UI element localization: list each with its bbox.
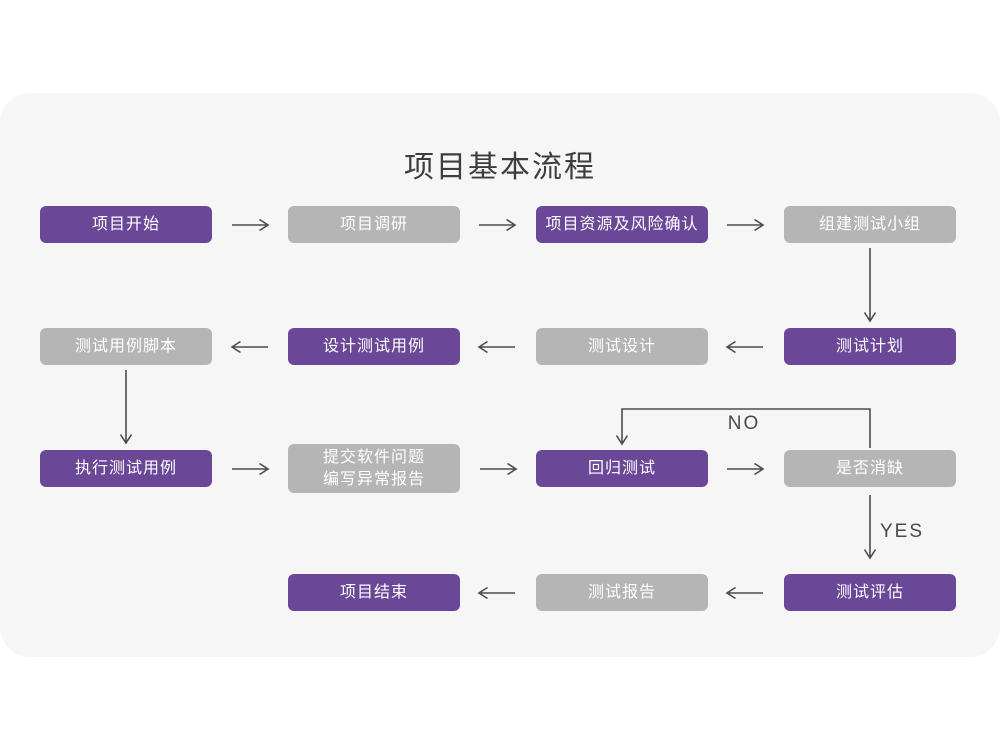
- flow-node-build-test-team: 组建测试小组: [784, 206, 956, 243]
- flow-node-test-case-script: 测试用例脚本: [40, 328, 212, 365]
- flow-node-risk-confirm: 项目资源及风险确认: [536, 206, 708, 243]
- page-title: 项目基本流程: [404, 151, 596, 184]
- flow-node-execute-test-cases: 执行测试用例: [40, 450, 212, 487]
- flow-node-test-plan: 测试计划: [784, 328, 956, 365]
- yes-branch-label: YES: [880, 521, 925, 542]
- flow-node-regression-test: 回归测试: [536, 450, 708, 487]
- no-branch-label: NO: [727, 413, 761, 434]
- flow-node-defect-cleared-check: 是否消缺: [784, 450, 956, 487]
- flow-node-project-start: 项目开始: [40, 206, 212, 243]
- flow-node-test-evaluation: 测试评估: [784, 574, 956, 611]
- flow-node-submit-issues-report: 提交软件问题 编写异常报告: [288, 444, 460, 493]
- flow-node-design-test-cases: 设计测试用例: [288, 328, 460, 365]
- flowchart-card: [0, 93, 1000, 657]
- flow-node-project-research: 项目调研: [288, 206, 460, 243]
- flow-node-project-end: 项目结束: [288, 574, 460, 611]
- flow-node-test-design: 测试设计: [536, 328, 708, 365]
- flow-node-test-report: 测试报告: [536, 574, 708, 611]
